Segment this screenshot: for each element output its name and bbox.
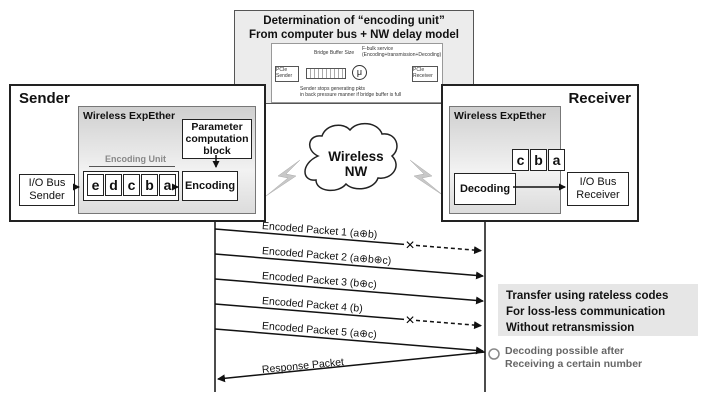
packet-lost-dashed-1 bbox=[415, 244, 482, 255]
sender-box: Sender Wireless ExpEther Parameter compu… bbox=[9, 84, 266, 222]
sender-data-cell-d: d bbox=[105, 174, 122, 196]
packet-arrow-4 bbox=[214, 303, 405, 321]
wireless-nw-cloud bbox=[304, 122, 398, 192]
transfer-note-line-2: For loss-less communication bbox=[506, 306, 666, 318]
packet-arrow-2 bbox=[214, 253, 484, 280]
io-bus-receiver-block: I/O Bus Receiver bbox=[567, 172, 629, 206]
model-caption-1: Sender stops generating pkts bbox=[300, 86, 366, 92]
lightning-right-icon bbox=[409, 159, 445, 197]
decoding-point-icon bbox=[488, 348, 500, 360]
packet-arrow-3 bbox=[214, 278, 484, 305]
pcie-sender-label: PCIe Sender bbox=[275, 66, 299, 82]
io-bus-sender-block: I/O Bus Sender bbox=[19, 174, 75, 206]
decoding-note-line-1: Decoding possible after bbox=[505, 345, 625, 357]
pcie-receiver-label: PCIe Receiver bbox=[412, 66, 438, 82]
transfer-note-line-3: Without retransmission bbox=[506, 322, 635, 334]
encoding-unit-header-box: Determination of “encoding unit” From co… bbox=[234, 10, 474, 104]
receiver-data-cell-b: b bbox=[530, 149, 547, 171]
packet-lost-dashed-4 bbox=[415, 319, 482, 330]
encoding-block: Encoding bbox=[182, 171, 238, 201]
packet-arrow-1 bbox=[214, 228, 405, 246]
receiver-data-cell-a: a bbox=[548, 149, 565, 171]
bridge-buffer-bar bbox=[306, 68, 346, 79]
decoding-note-line-2: Receiving a certain number bbox=[505, 358, 643, 370]
sender-data-cell-c: c bbox=[123, 174, 140, 196]
f-bulk-label: F-bulk service bbox=[362, 46, 394, 52]
parameter-computation-block: Parameter computation block bbox=[182, 119, 252, 159]
model-caption-2: in back pressure manner if bridge buffer… bbox=[300, 92, 402, 98]
header-title: Determination of “encoding unit” From co… bbox=[235, 14, 473, 42]
packet-lost-marker-4: × bbox=[405, 312, 414, 329]
transfer-note-line-1: Transfer using rateless codes bbox=[506, 290, 669, 302]
bridge-buffer-label: Bridge Buffer Size bbox=[314, 50, 355, 56]
f-bulk-sub-label: (Encoding+transmission+Decoding) bbox=[362, 52, 442, 58]
delay-model-diagram: PCIe Sender Bridge Buffer Size μ F-bulk … bbox=[271, 43, 443, 103]
sender-data-cell-b: b bbox=[141, 174, 158, 196]
lightning-left-icon bbox=[265, 159, 301, 197]
mu-service-node: μ bbox=[352, 65, 367, 80]
sender-wireless-expether: Wireless ExpEther Parameter computation … bbox=[78, 106, 256, 214]
receiver-wireless-label: Wireless ExpEther bbox=[454, 110, 547, 122]
encoding-unit-label: Encoding Unit bbox=[105, 154, 166, 164]
wireless-nw-label: Wireless NW bbox=[328, 149, 384, 179]
receiver-data-cell-c: c bbox=[512, 149, 529, 171]
sender-data-cell-a: a bbox=[159, 174, 176, 196]
header-line-1: Determination of “encoding unit” bbox=[263, 15, 445, 27]
decoding-block: Decoding bbox=[454, 173, 516, 205]
response-packet-arrow bbox=[217, 351, 486, 383]
sender-data-cell-e: e bbox=[87, 174, 104, 196]
packet-arrow-5 bbox=[214, 328, 484, 355]
sender-wireless-label: Wireless ExpEther bbox=[83, 110, 176, 122]
sender-title: Sender bbox=[19, 90, 70, 107]
header-line-2: From computer bus + NW delay model bbox=[249, 29, 459, 41]
transfer-note-box: Transfer using rateless codes For loss-l… bbox=[498, 284, 698, 336]
packet-lost-marker-1: × bbox=[405, 237, 414, 254]
encoding-unit-arrow bbox=[89, 166, 175, 167]
receiver-title: Receiver bbox=[568, 90, 631, 107]
decoding-note: Decoding possible after Receiving a cert… bbox=[505, 345, 642, 371]
